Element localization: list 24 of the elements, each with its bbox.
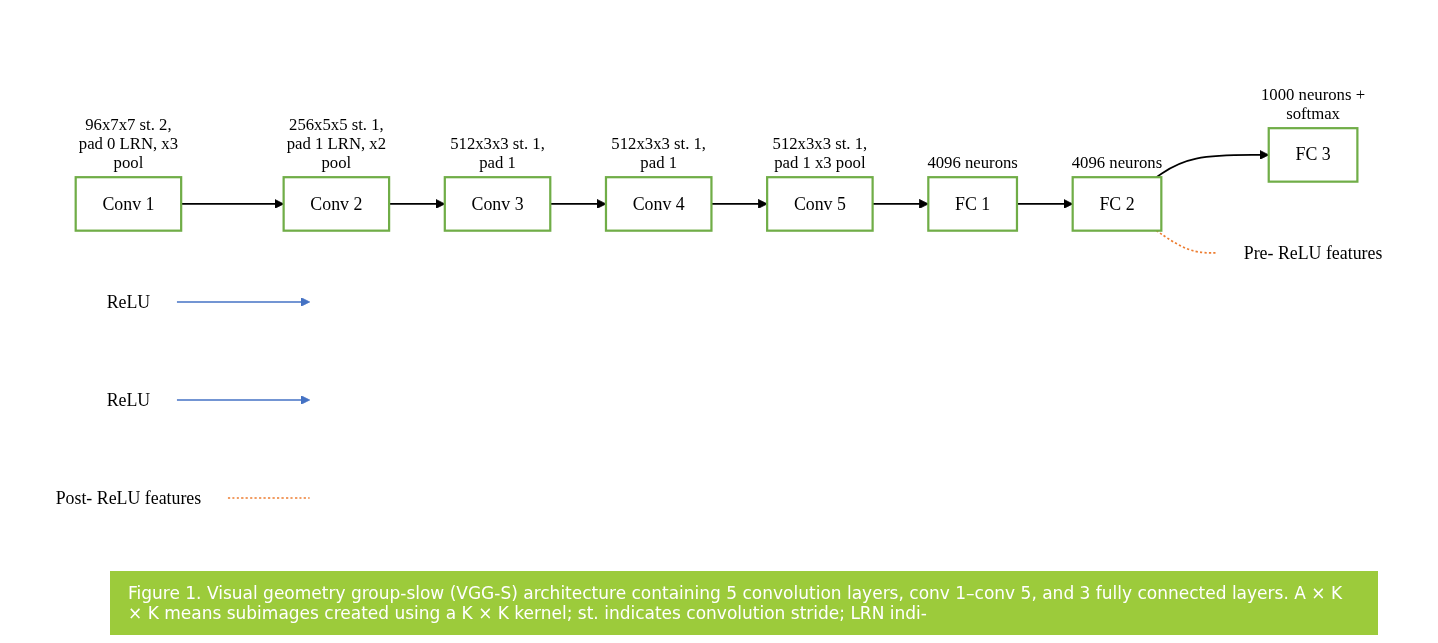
node-box: Conv 2 (282, 176, 391, 232)
node-text: Pre- ReLU features (1243, 243, 1383, 263)
node-text: ReLU (106, 390, 151, 410)
figure-caption: Figure 1. Visual geometry group-slow (VGG-S) architecture containing 5 convolution layers, conv 1–conv 5, and 3 fully connected layers. A × K × K means subimages created using a K × K kernel; st. indicates convolution stride; LRN indi- (110, 571, 1378, 635)
arrow (176, 395, 311, 406)
node-text: ReLU (106, 292, 151, 312)
layer-spec-label: 256x5x5 st. 1, pad 1 LRN, x2 pool (286, 115, 386, 173)
node-box: Conv 5 (766, 176, 874, 232)
layer-spec-label: 512x3x3 st. 1, pad 1 (611, 134, 707, 173)
layer-spec-label: 4096 neurons (1071, 153, 1163, 173)
node-box: FC 1 (927, 176, 1019, 232)
layer-spec-label: 1000 neurons + softmax (1261, 85, 1366, 124)
arrow (176, 297, 311, 307)
layer-spec-label: 512x3x3 st. 1, pad 1 (450, 134, 545, 173)
node-box: FC 3 (1267, 127, 1359, 183)
node-box: Conv 1 (74, 176, 183, 232)
node-box: Conv 3 (443, 176, 552, 232)
node-box: FC 2 (1071, 176, 1163, 232)
layer-spec-label: 4096 neurons (927, 153, 1018, 173)
layer-spec-label: 512x3x3 st. 1, pad 1 x3 pool (772, 134, 868, 173)
node-box: Conv 4 (604, 176, 713, 232)
layer-spec-label: 96x7x7 st. 2, pad 0 LRN, x3 pool (78, 115, 179, 173)
node-text: Post- ReLU features (55, 488, 202, 508)
leader-line (227, 497, 311, 500)
